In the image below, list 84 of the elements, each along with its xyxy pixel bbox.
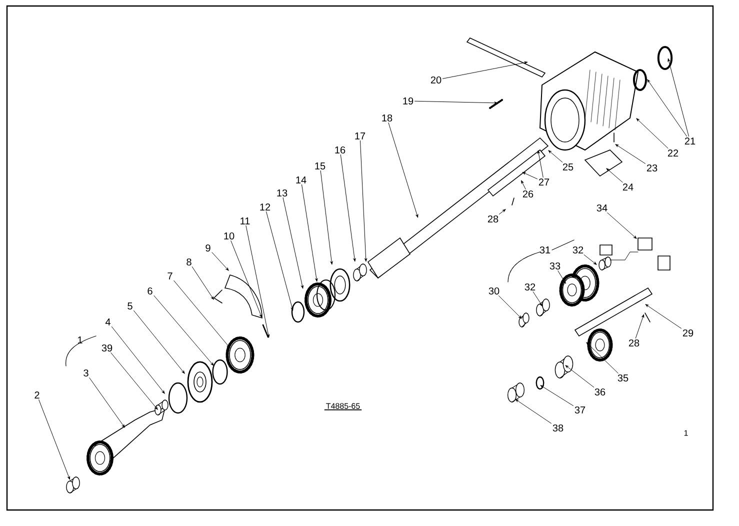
callout-number: 4 (105, 318, 110, 326)
leader-line (607, 212, 637, 239)
leader-line (521, 180, 526, 190)
callout-number: 20 (430, 76, 442, 84)
callout-number: 16 (335, 146, 346, 154)
callout-number: 11 (240, 218, 250, 224)
leader-line (340, 154, 356, 262)
callout-number: 32 (524, 283, 536, 291)
callout-number: 23 (646, 164, 658, 172)
callout-number: 19 (403, 97, 414, 105)
callout-number: 12 (260, 204, 270, 210)
callout-number: 30 (488, 287, 500, 295)
callout-number: 32 (572, 246, 584, 254)
callout-number: 24 (622, 184, 634, 190)
leader-line (635, 314, 644, 338)
callout-number: 14 (296, 176, 306, 184)
callout-number: 1 (78, 336, 82, 344)
callout-number: 38 (552, 424, 564, 432)
leader-line (154, 295, 214, 366)
callout-number: 17 (355, 132, 366, 140)
callout-number: 36 (594, 388, 606, 396)
leader-line (647, 79, 687, 137)
drawing-number: T4885-65 (324, 403, 362, 410)
callout-number: 22 (668, 150, 678, 156)
leader-line (360, 140, 368, 262)
leader-line (388, 122, 418, 218)
leader-line (246, 225, 270, 338)
leader-line (301, 184, 318, 282)
leader-line (636, 118, 668, 149)
leader-line (615, 144, 646, 164)
leader-line (414, 100, 498, 104)
leader-line (537, 150, 544, 178)
leader-line (111, 326, 165, 394)
leader-line (498, 209, 506, 214)
leader-line (586, 342, 618, 374)
leader-line (230, 240, 262, 318)
callout-number: 2 (34, 392, 40, 398)
leader-line (606, 168, 623, 183)
leader-line (320, 170, 333, 265)
leader-line (548, 150, 563, 162)
callout-number: 25 (562, 163, 574, 171)
callout-number: 6 (148, 287, 152, 295)
leader-line (174, 280, 230, 348)
leader-line (515, 399, 552, 424)
callout-number: 8 (186, 258, 192, 266)
leader-line (212, 252, 229, 271)
leader-line (532, 291, 543, 307)
leader-line (558, 270, 566, 284)
callout-number: 37 (574, 406, 586, 414)
callout-number: 34 (596, 204, 608, 212)
callout-number: 15 (315, 162, 326, 170)
leader-line (584, 254, 597, 265)
callout-number: 21 (684, 138, 696, 144)
callout-number: 35 (618, 374, 628, 382)
callout-number: 9 (206, 244, 210, 252)
leader-line (540, 385, 574, 406)
leader-line (668, 58, 689, 137)
leader-line (522, 172, 538, 180)
callout-number: 28 (628, 339, 640, 347)
leader-line (38, 399, 70, 480)
page-number: 1 (684, 430, 688, 436)
leader-line (565, 365, 594, 388)
callout-number: 27 (538, 178, 550, 186)
leader-line (134, 310, 185, 374)
callout-number: 26 (522, 190, 534, 198)
leader-line (282, 197, 304, 289)
callout-number: 18 (382, 114, 392, 122)
callout-number: 13 (277, 189, 288, 197)
leader-line (645, 304, 682, 329)
leader-line (89, 377, 125, 428)
leader-line (192, 266, 214, 300)
callout-number: 29 (682, 329, 694, 337)
leader-line (266, 211, 294, 311)
leader-line (498, 295, 522, 319)
callout-number: 28 (488, 215, 498, 223)
leader-line (110, 352, 158, 410)
callout-number: 3 (84, 369, 88, 377)
callout-number: 39 (102, 344, 112, 352)
callout-number: 10 (224, 232, 234, 240)
leader-line (442, 61, 528, 79)
callout-number: 5 (128, 302, 132, 310)
callout-number: 7 (168, 272, 172, 280)
callout-number: 33 (550, 262, 560, 270)
callout-number: 31 (540, 246, 550, 254)
